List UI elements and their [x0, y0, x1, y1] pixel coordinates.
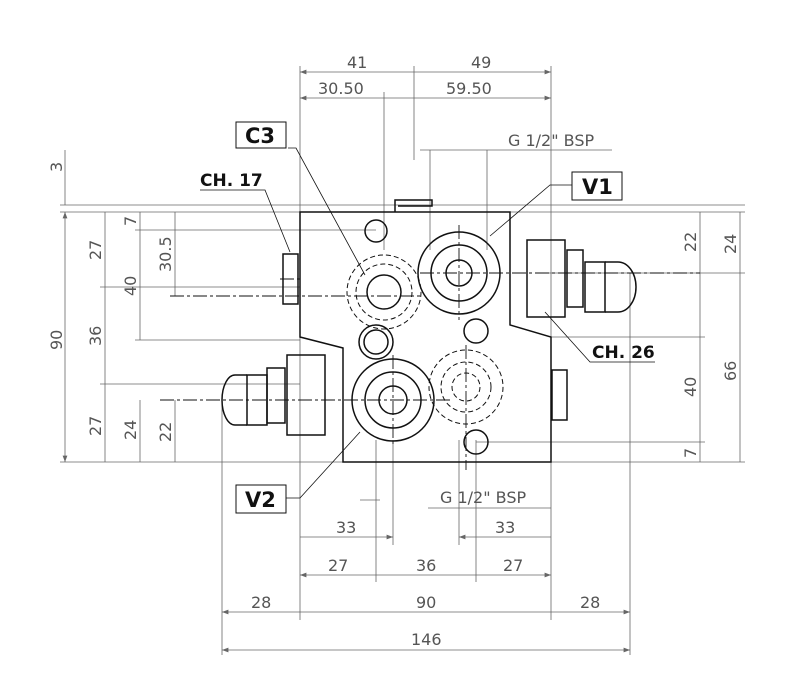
v1-box — [571, 171, 623, 201]
fitting-v1 — [526, 239, 637, 318]
dim-33-left: 33 — [336, 518, 356, 537]
dimension-lines — [60, 66, 745, 655]
dim-24: 24 — [121, 420, 140, 440]
dim-28-left: 28 — [251, 593, 271, 612]
dims-right: 22 24 40 66 7 — [681, 232, 740, 458]
label-v1: V1 — [582, 175, 613, 199]
dim-30-50: 30.50 — [318, 79, 364, 98]
dim-r7: 7 — [681, 448, 700, 458]
v2-box — [235, 484, 287, 514]
label-ch26: CH. 26 — [592, 343, 655, 363]
label-v2: V2 — [245, 488, 276, 512]
thread-top: G 1/2" BSP — [508, 131, 595, 150]
dim-r24: 24 — [721, 234, 740, 254]
dim-27-bottom: 27 — [86, 416, 105, 436]
center-lines — [160, 225, 700, 470]
dim-33-right: 33 — [495, 518, 515, 537]
dim-36: 36 — [416, 556, 436, 575]
dim-36: 36 — [86, 326, 105, 346]
dim-90-bottom: 90 — [416, 593, 436, 612]
dim-3: 3 — [47, 162, 66, 172]
ports — [346, 219, 504, 455]
dim-146: 146 — [411, 630, 442, 649]
dim-28-right: 28 — [580, 593, 600, 612]
dim-30-5: 30.5 — [156, 236, 175, 272]
dim-27-left: 27 — [328, 556, 348, 575]
dims-bottom: 33 33 27 36 27 28 90 28 146 — [251, 518, 600, 649]
fitting-v2 — [221, 354, 326, 436]
dim-40: 40 — [121, 276, 140, 296]
thread-bottom: G 1/2" BSP — [440, 488, 527, 507]
valve-body — [299, 199, 552, 463]
nut-right — [551, 369, 568, 421]
dim-22: 22 — [156, 422, 175, 442]
dim-7: 7 — [121, 216, 140, 226]
dim-r66: 66 — [721, 361, 740, 381]
dim-r40: 40 — [681, 377, 700, 397]
nut-ch17 — [282, 253, 299, 305]
dim-r22: 22 — [681, 232, 700, 252]
dim-49: 49 — [471, 53, 491, 72]
label-ch17: CH. 17 — [200, 171, 263, 191]
dim-27-top: 27 — [86, 240, 105, 260]
dim-59-50: 59.50 — [446, 79, 492, 98]
label-c3: C3 — [245, 124, 275, 148]
c3-box — [235, 121, 287, 149]
leader-lines — [200, 147, 655, 499]
dim-27-right: 27 — [503, 556, 523, 575]
dim-90: 90 — [47, 330, 66, 350]
dim-41: 41 — [347, 53, 367, 72]
dims-left: 3 90 27 36 27 7 40 24 30.5 22 — [47, 162, 175, 442]
